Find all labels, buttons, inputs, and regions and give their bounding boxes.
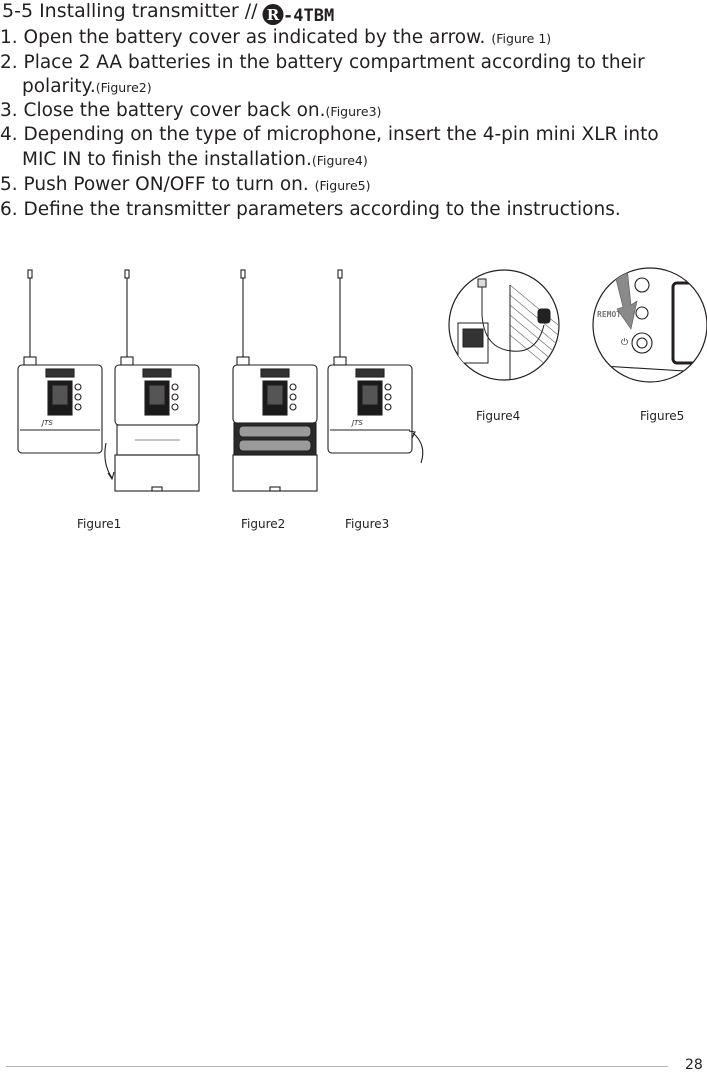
figure-2-3-illustration: JTS bbox=[232, 269, 424, 492]
step-2-continued: polarity.(Figure2) bbox=[22, 76, 152, 97]
step-4-continued: MIC IN to finish the installation.(Figur… bbox=[22, 149, 368, 170]
step-1: 1. Open the battery cover as indicated b… bbox=[0, 27, 552, 48]
figure-5-remote-label: REMOTE bbox=[597, 310, 626, 319]
figure-1-illustration: JTS bbox=[17, 269, 200, 492]
figure-4-illustration bbox=[448, 269, 560, 381]
figure-3-brand: JTS bbox=[350, 419, 363, 427]
figure-2-caption: Figure2 bbox=[241, 517, 286, 531]
step-2: 2. Place 2 AA batteries in the battery c… bbox=[0, 52, 645, 73]
step-6: 6. Define the transmitter parameters acc… bbox=[0, 199, 621, 220]
figure-1-caption: Figure1 bbox=[77, 517, 122, 531]
product-logo-text: -4TBM bbox=[283, 6, 334, 26]
step-5: 5. Push Power ON/OFF to turn on. (Figure… bbox=[0, 174, 371, 195]
page-number: 28 bbox=[685, 1057, 703, 1073]
figure-3-caption: Figure3 bbox=[345, 517, 390, 531]
figure-5-illustration: ⏻ REMOTE bbox=[592, 267, 707, 383]
product-logo: R -4TBM bbox=[262, 4, 334, 26]
svg-text:⏻: ⏻ bbox=[621, 337, 628, 348]
step-3: 3. Close the battery cover back on.(Figu… bbox=[0, 100, 382, 121]
footer-divider bbox=[6, 1066, 668, 1067]
figure-1-brand-1: JTS bbox=[40, 419, 53, 427]
step-4: 4. Depending on the type of microphone, … bbox=[0, 124, 659, 145]
section-title: 5-5 Installing transmitter // bbox=[2, 0, 258, 22]
svg-text:R: R bbox=[267, 6, 280, 24]
figure-5-caption: Figure5 bbox=[640, 409, 685, 423]
figure-4-caption: Figure4 bbox=[476, 409, 521, 423]
